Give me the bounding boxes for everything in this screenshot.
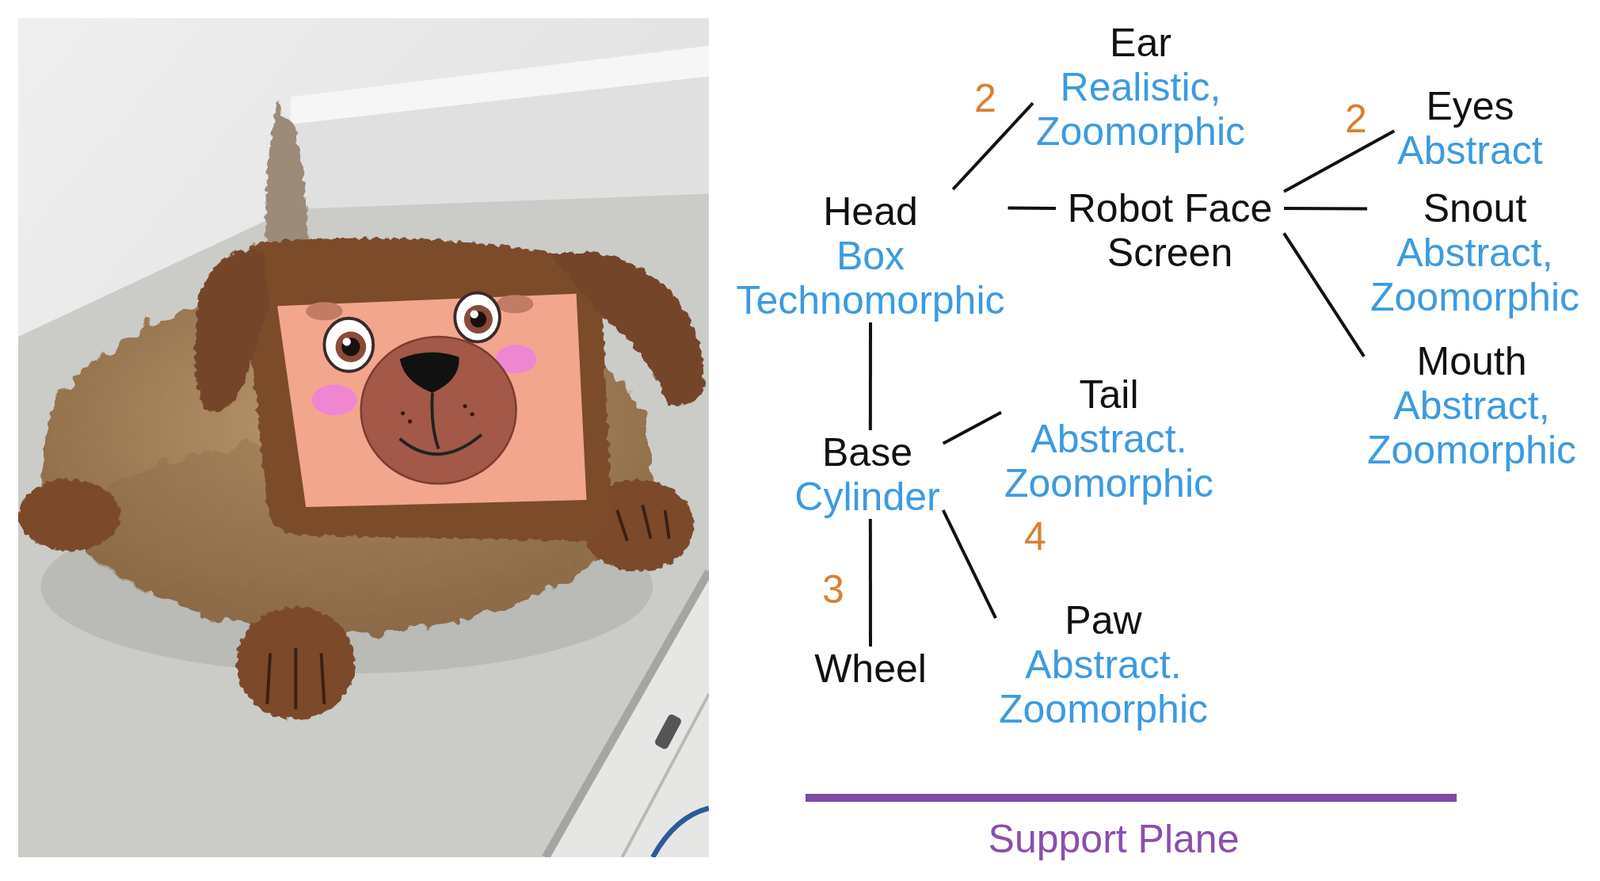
connector-line	[943, 411, 1002, 443]
connector-line	[868, 518, 873, 647]
part-node: TailAbstract. Zoomorphic	[1001, 372, 1217, 506]
connector-line	[1283, 206, 1368, 211]
part-node: MouthAbstract, Zoomorphic	[1363, 339, 1580, 473]
callout-number: 2	[1341, 99, 1371, 139]
part-node: Wheel	[811, 646, 930, 691]
eye-glint	[342, 337, 351, 346]
part-name: Ear	[1036, 20, 1246, 65]
mouth	[400, 392, 482, 454]
part-name: Robot Face Screen	[1059, 186, 1281, 275]
paw-toes	[266, 647, 324, 709]
part-node: SnoutAbstract, Zoomorphic	[1367, 186, 1583, 320]
wall	[18, 18, 709, 858]
connector-line	[1008, 206, 1056, 210]
front-paw	[236, 606, 355, 720]
part-name: Paw	[998, 598, 1208, 643]
connector-line	[943, 510, 996, 618]
part-name: Mouth	[1367, 339, 1577, 384]
face-screen	[277, 293, 587, 507]
robot-dog-photo	[18, 18, 709, 858]
part-name: Snout	[1370, 186, 1580, 231]
paw-toes	[617, 505, 670, 541]
callout-number: 3	[819, 569, 848, 610]
drawer-gap	[622, 693, 709, 858]
whisker-dot	[407, 419, 412, 423]
part-node: Robot Face Screen	[1055, 186, 1284, 275]
fur-base	[40, 285, 653, 633]
left-ear	[194, 248, 270, 411]
support-plane-line	[805, 793, 1457, 802]
eye-white	[454, 293, 500, 343]
part-attributes: Box Technomorphic	[735, 233, 1005, 323]
back-paw	[18, 479, 121, 551]
plane-label: Support Plane	[988, 816, 1240, 861]
eye-white	[323, 318, 374, 372]
part-name: Head	[735, 189, 1005, 234]
part-attributes: Abstract. Zoomorphic	[998, 642, 1208, 732]
part-name: Wheel	[814, 646, 927, 691]
part-node: PawAbstract. Zoomorphic	[995, 598, 1212, 732]
part-attributes: Cylinder	[794, 474, 940, 519]
iris	[464, 304, 493, 334]
nose	[400, 352, 460, 393]
part-attributes: Realistic, Zoomorphic	[1036, 64, 1246, 154]
part-node: EyesAbstract	[1394, 83, 1546, 173]
part-attributes: Abstract, Zoomorphic	[1367, 383, 1577, 473]
whisker-dot	[470, 411, 475, 416]
muzzle	[361, 336, 517, 484]
part-attributes: Abstract, Zoomorphic	[1370, 230, 1580, 320]
iris	[335, 331, 367, 363]
screen-ear	[305, 301, 343, 320]
whisker-dot	[400, 411, 405, 416]
ledge-front	[290, 76, 709, 209]
screen-ear	[496, 294, 534, 313]
callout-number: 4	[1020, 516, 1050, 557]
head-frame	[244, 237, 613, 541]
cable	[652, 807, 709, 858]
part-name: Base	[794, 430, 940, 475]
part-name: Tail	[1004, 372, 1214, 417]
part-attributes: Abstract	[1397, 128, 1543, 173]
cheek	[312, 384, 358, 416]
connector-line	[1283, 232, 1364, 356]
drawer-handle	[653, 712, 682, 751]
part-node: HeadBox Technomorphic	[732, 189, 1008, 323]
whisker-dot	[463, 403, 468, 408]
part-node: EarRealistic, Zoomorphic	[1032, 20, 1249, 154]
callout-number: 2	[971, 78, 1000, 119]
part-attributes: Abstract. Zoomorphic	[1004, 416, 1214, 506]
part-node: BaseCylinder	[791, 430, 943, 519]
counter-top	[18, 194, 709, 858]
eye-glint	[470, 309, 479, 318]
connector-line	[868, 322, 873, 431]
connector-line	[1283, 130, 1395, 191]
part-name: Eyes	[1397, 83, 1543, 129]
pupil	[341, 337, 360, 356]
